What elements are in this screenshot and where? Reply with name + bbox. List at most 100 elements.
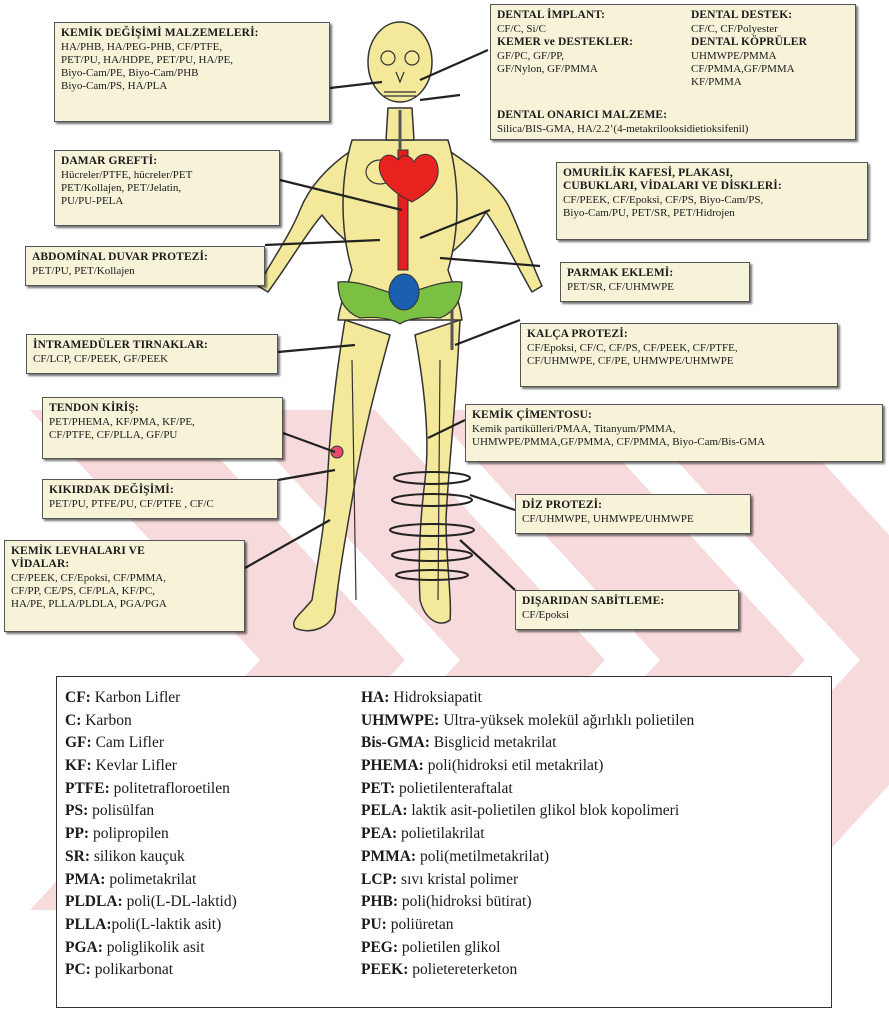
legend-item: PHEMA: poli(hidroksi etil metakrilat)	[361, 755, 694, 778]
disaridan-title: DIŞARIDAN SABİTLEME:	[522, 595, 732, 608]
legend-abbr: PTFE:	[65, 780, 110, 797]
legend-abbr: LCP:	[361, 871, 397, 888]
legend-desc: poliglikolik asit	[103, 939, 205, 956]
kemer-text: GF/PC, GF/PP, GF/Nylon, GF/PMMA	[497, 50, 687, 76]
legend-abbr: PU:	[361, 916, 387, 933]
legend-desc: sıvı kristal polimer	[397, 871, 518, 888]
legend-desc: Ultra-yüksek molekül ağırlıklı polietile…	[439, 712, 694, 729]
legend-item: PMMA: poli(metilmetakrilat)	[361, 846, 694, 869]
legend-abbr: PELA:	[361, 802, 408, 819]
legend-abbr: PEA:	[361, 825, 397, 842]
legend-desc: politetrafloroetilen	[110, 780, 230, 797]
legend-abbr: PHB:	[361, 893, 398, 910]
legend-item: PC: polikarbonat	[65, 959, 237, 982]
legend-desc: polietilenteraftalat	[395, 780, 512, 797]
parmak-box: PARMAK EKLEMİ: PET/SR, CF/UHMWPE	[560, 262, 750, 302]
legend-desc: Hidroksiapatit	[389, 689, 482, 706]
kikirdak-title: KIKIRDAK DEĞİŞİMİ:	[49, 484, 271, 497]
kikirdak-box: KIKIRDAK DEĞİŞİMİ: PET/PU, PTFE/PU, CF/P…	[42, 479, 278, 519]
legend-desc: Karbon	[81, 712, 131, 729]
kemik-levha-box: KEMİK LEVHALARI VE VİDALAR: CF/PEEK, CF/…	[4, 540, 245, 632]
damar-greft-box: DAMAR GREFTİ: Hücreler/PTFE, hücreler/PE…	[54, 150, 280, 226]
dental-implant-title: DENTAL İMPLANT:	[497, 9, 687, 22]
intramedular-box: İNTRAMEDÜLER TIRNAKLAR: CF/LCP, CF/PEEK,…	[26, 334, 278, 374]
legend-desc: poli(hidroksi bütirat)	[398, 893, 531, 910]
legend-item: PLLA:poli(L-laktik asit)	[65, 914, 237, 937]
legend-item: GF: Cam Lifler	[65, 732, 237, 755]
legend-abbr: PEG:	[361, 939, 398, 956]
kalca-title: KALÇA PROTEZİ:	[527, 328, 831, 341]
cimento-title: KEMİK ÇİMENTOSU:	[472, 409, 876, 422]
legend-item: LCP: sıvı kristal polimer	[361, 869, 694, 892]
legend-abbr: PGA:	[65, 939, 103, 956]
legend-abbr: GF:	[65, 734, 92, 751]
abdominal-title: ABDOMİNAL DUVAR PROTEZİ:	[32, 251, 258, 264]
legend-desc: polietereterketon	[408, 961, 517, 978]
legend-desc: polisülfan	[88, 802, 154, 819]
legend-desc: polipropilen	[89, 825, 169, 842]
cimento-box: KEMİK ÇİMENTOSU: Kemik partikülleri/PMAA…	[465, 404, 883, 462]
legend-abbr: CF:	[65, 689, 91, 706]
legend-desc: polietilen glikol	[398, 939, 500, 956]
tendon-text: PET/PHEMA, KF/PMA, KF/PE, CF/PTFE, CF/PL…	[49, 416, 276, 442]
diz-box: DİZ PROTEZİ: CF/UHMWPE, UHMWPE/UHMWPE	[515, 494, 751, 534]
disaridan-box: DIŞARIDAN SABİTLEME: CF/Epoksi	[515, 590, 739, 630]
legend-abbr: PMMA:	[361, 848, 416, 865]
kemik-degisimi-text: HA/PHB, HA/PEG-PHB, CF/PTFE, PET/PU, HA/…	[61, 41, 323, 93]
abdominal-text: PET/PU, PET/Kollajen	[32, 265, 258, 278]
damar-greft-title: DAMAR GREFTİ:	[61, 155, 273, 168]
legend-desc: Kevlar Lifler	[92, 757, 177, 774]
legend-item: UHMWPE: Ultra-yüksek molekül ağırlıklı p…	[361, 710, 694, 733]
omurilik-title: OMURİLİK KAFESİ, PLAKASI, CUBUKLARI, VİD…	[563, 167, 861, 193]
legend-abbr: Bis-GMA:	[361, 734, 430, 751]
legend-item: PMA: polimetakrilat	[65, 869, 237, 892]
legend-desc: poli(metilmetakrilat)	[416, 848, 549, 865]
intramedular-text: CF/LCP, CF/PEEK, GF/PEEK	[33, 353, 271, 366]
legend-abbr: PS:	[65, 802, 88, 819]
legend-item: PU: poliüretan	[361, 914, 694, 937]
intramedular-title: İNTRAMEDÜLER TIRNAKLAR:	[33, 339, 271, 352]
legend-item: PEEK: polietereterketon	[361, 959, 694, 982]
legend-abbr: PMA:	[65, 871, 105, 888]
tendon-title: TENDON KİRİŞ:	[49, 402, 276, 415]
legend-item: PTFE: politetrafloroetilen	[65, 778, 237, 801]
kemik-levha-title: KEMİK LEVHALARI VE VİDALAR:	[11, 545, 238, 571]
bladder	[389, 274, 419, 310]
legend-abbr: PC:	[65, 961, 91, 978]
abdominal-box: ABDOMİNAL DUVAR PROTEZİ: PET/PU, PET/Kol…	[25, 246, 265, 286]
legend-abbr: HA:	[361, 689, 389, 706]
kalca-box: KALÇA PROTEZİ: CF/Epoksi, CF/C, CF/PS, C…	[520, 323, 838, 387]
legend-item: C: Karbon	[65, 710, 237, 733]
legend-abbr: PLDLA:	[65, 893, 123, 910]
kemik-degisimi-box: KEMİK DEĞİŞİMİ MALZEMELERİ: HA/PHB, HA/P…	[54, 22, 330, 122]
legend-desc: laktik asit-polietilen glikol blok kopol…	[408, 802, 680, 819]
omurilik-text: CF/PEEK, CF/Epoksi, CF/PS, Biyo-Cam/PS, …	[563, 194, 861, 220]
legend-desc: poliüretan	[387, 916, 454, 933]
dental-onarici-text: Silica/BIS-GMA, HA/2.2’(4-metakrilooksid…	[497, 123, 852, 136]
dental-onarici-title: DENTAL ONARICI MALZEME:	[497, 109, 852, 122]
legend-desc: polimetakrilat	[105, 871, 196, 888]
legend-desc: Bisglicid metakrilat	[430, 734, 557, 751]
legend-item: PGA: poliglikolik asit	[65, 937, 237, 960]
kikirdak-text: PET/PU, PTFE/PU, CF/PTFE , CF/C	[49, 498, 271, 511]
legend-item: PEA: polietilakrilat	[361, 823, 694, 846]
legend-abbr: KF:	[65, 757, 92, 774]
legend-desc: polikarbonat	[91, 961, 173, 978]
kalca-text: CF/Epoksi, CF/C, CF/PS, CF/PEEK, CF/PTFE…	[527, 342, 831, 368]
dental-implant-text: CF/C, Si/C	[497, 23, 687, 36]
dental-kopru-title: DENTAL KÖPRÜLER	[691, 36, 851, 49]
legend-item: PLDLA: poli(L-DL-laktid)	[65, 891, 237, 914]
dental-kopru-text: UHMWPE/PMMA CF/PMMA,GF/PMMA KF/PMMA	[691, 50, 851, 89]
legend-abbr: UHMWPE:	[361, 712, 439, 729]
legend-item: HA: Hidroksiapatit	[361, 687, 694, 710]
legend-desc: poli(L-laktik asit)	[112, 916, 222, 933]
skull	[368, 22, 432, 102]
legend-desc: poli(hidroksi etil metakrilat)	[424, 757, 604, 774]
dental-destek-text: CF/C, CF/Polyester	[691, 23, 851, 36]
legend-item: CF: Karbon Lifler	[65, 687, 237, 710]
dental-box: DENTAL İMPLANT: CF/C, Si/C KEMER ve DEST…	[490, 4, 856, 140]
legend-abbr: PP:	[65, 825, 89, 842]
dental-destek-title: DENTAL DESTEK:	[691, 9, 851, 22]
